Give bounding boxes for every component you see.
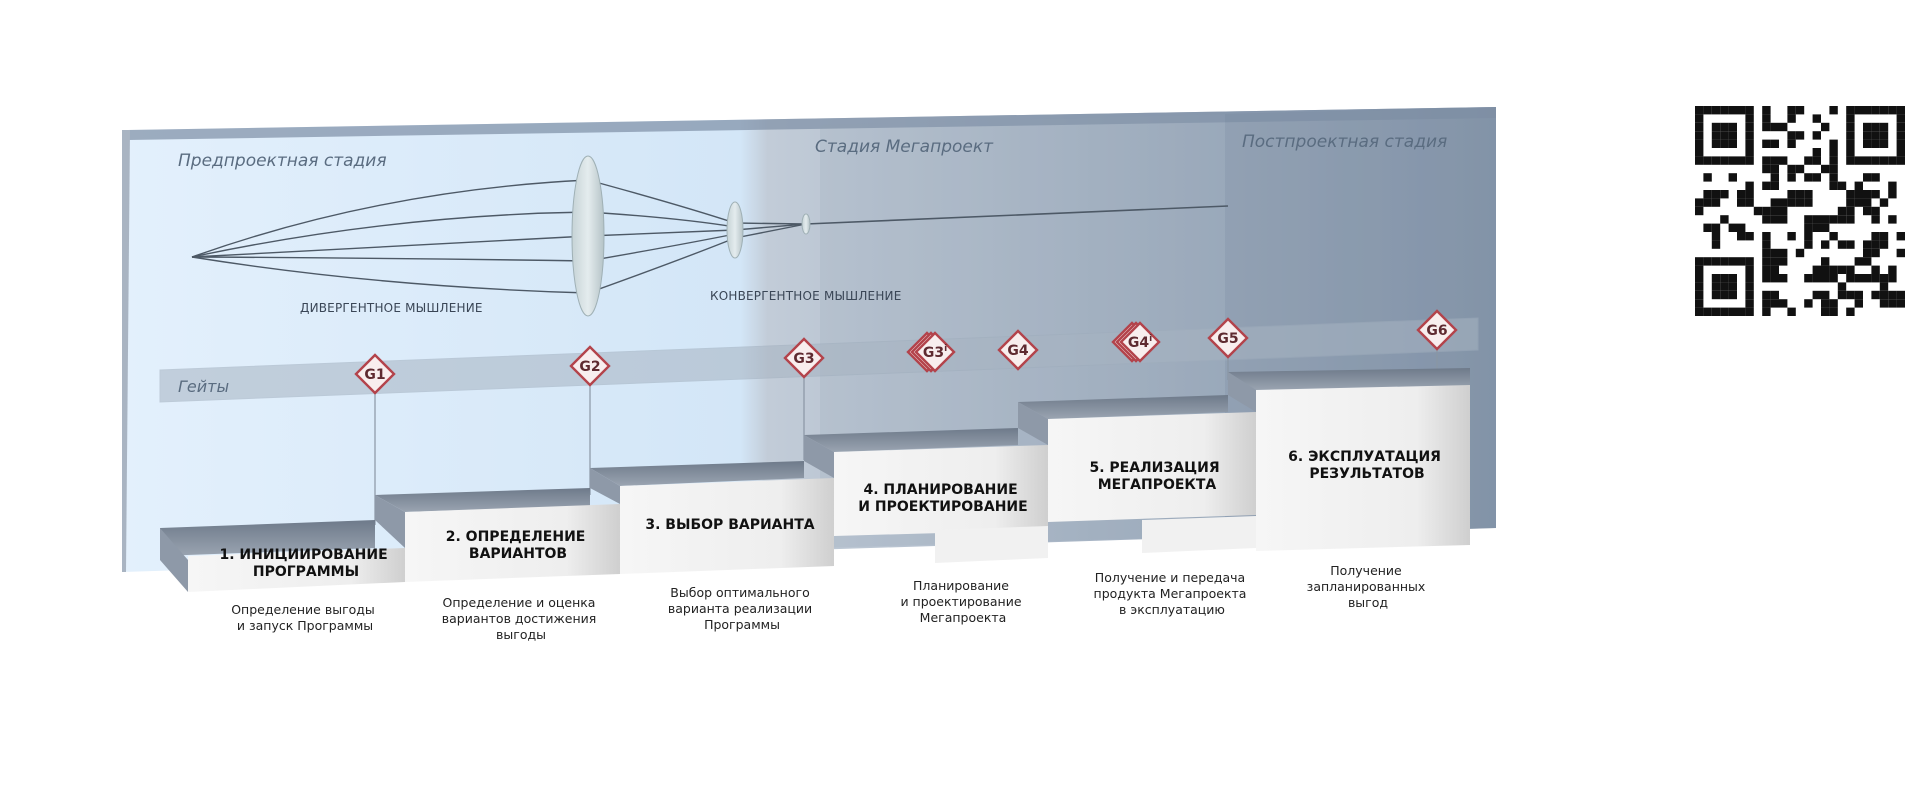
gate-g4i: G4i — [1111, 321, 1161, 363]
gate-g6-label: G6 — [1426, 323, 1447, 339]
gate-g1-label: G1 — [364, 367, 385, 383]
step-1-description: Определение выгоды и запуск Программы — [231, 602, 379, 633]
gate-g4i-label: G4i — [1128, 334, 1152, 351]
gate-g4-label: G4 — [1007, 343, 1028, 359]
gate-g2-label: G2 — [579, 359, 600, 375]
thinking-rays — [191, 179, 1229, 294]
step-4-description: Планирование и проектирование Мегапроект… — [900, 578, 1025, 625]
gate-g3-label: G3 — [793, 351, 814, 367]
gate-g5-label: G5 — [1217, 331, 1238, 347]
step-3-description: Выбор оптимального варианта реализации П… — [668, 585, 816, 632]
gate-g1: G1 — [354, 353, 396, 395]
qr-code-icon — [1693, 104, 1907, 318]
step-2-title: 2. ОПРЕДЕЛЕНИЕ ВАРИАНТОВ — [446, 529, 590, 562]
gate-g6: G6 — [1416, 309, 1458, 351]
step-4 — [804, 428, 1048, 563]
gate-g3i-label: G3i — [923, 344, 947, 361]
stage-pre-project-label: Предпроектная стадия — [178, 151, 387, 171]
focus-lens — [801, 213, 811, 235]
stage-megaproject-label: Стадия Мегапроект — [815, 137, 994, 157]
steps-group — [160, 368, 1470, 592]
convergent-lens — [726, 201, 744, 259]
stage-post-project-label: Постпроектная стадия — [1242, 132, 1447, 152]
step-1-title: 1. ИНИЦИИРОВАНИЕ ПРОГРАММЫ — [219, 547, 392, 580]
gate-g3i: G3i — [906, 331, 956, 373]
step-2 — [375, 488, 620, 582]
divergent-thinking-label: ДИВЕРГЕНТНОЕ МЫШЛЕНИЕ — [300, 301, 483, 315]
step-3-title: 3. ВЫБОР ВАРИАНТА — [645, 517, 814, 533]
step-3 — [590, 461, 834, 574]
gate-g2: G2 — [569, 345, 611, 387]
step-5-title: 5. РЕАЛИЗАЦИЯ МЕГАПРОЕКТА — [1089, 460, 1224, 493]
step-5-description: Получение и передача продукта Мегапроект… — [1094, 570, 1251, 617]
step-1 — [160, 520, 405, 592]
gate-g3: G3 — [783, 337, 825, 379]
step-6-description: Получение запланированных выгод — [1307, 563, 1430, 610]
gate-g5: G5 — [1207, 317, 1249, 359]
convergent-thinking-label: КОНВЕРГЕНТНОЕ МЫШЛЕНИЕ — [710, 289, 902, 303]
step-6-title: 6. ЭКСПЛУАТАЦИЯ РЕЗУЛЬТАТОВ — [1288, 449, 1446, 482]
gates-label: Гейты — [178, 377, 229, 396]
step-2-description: Определение и оценка вариантов достижени… — [442, 595, 601, 642]
gate-g4: G4 — [997, 329, 1039, 371]
step-4-title: 4. ПЛАНИРОВАНИЕ И ПРОЕКТИРОВАНИЕ — [858, 482, 1027, 515]
step-6 — [1228, 368, 1470, 551]
step-5 — [1018, 395, 1256, 553]
gates-layer: G1 G2 G3 G3i G4 G4i G5 G6 — [354, 309, 1458, 395]
divergent-lens — [571, 155, 605, 317]
